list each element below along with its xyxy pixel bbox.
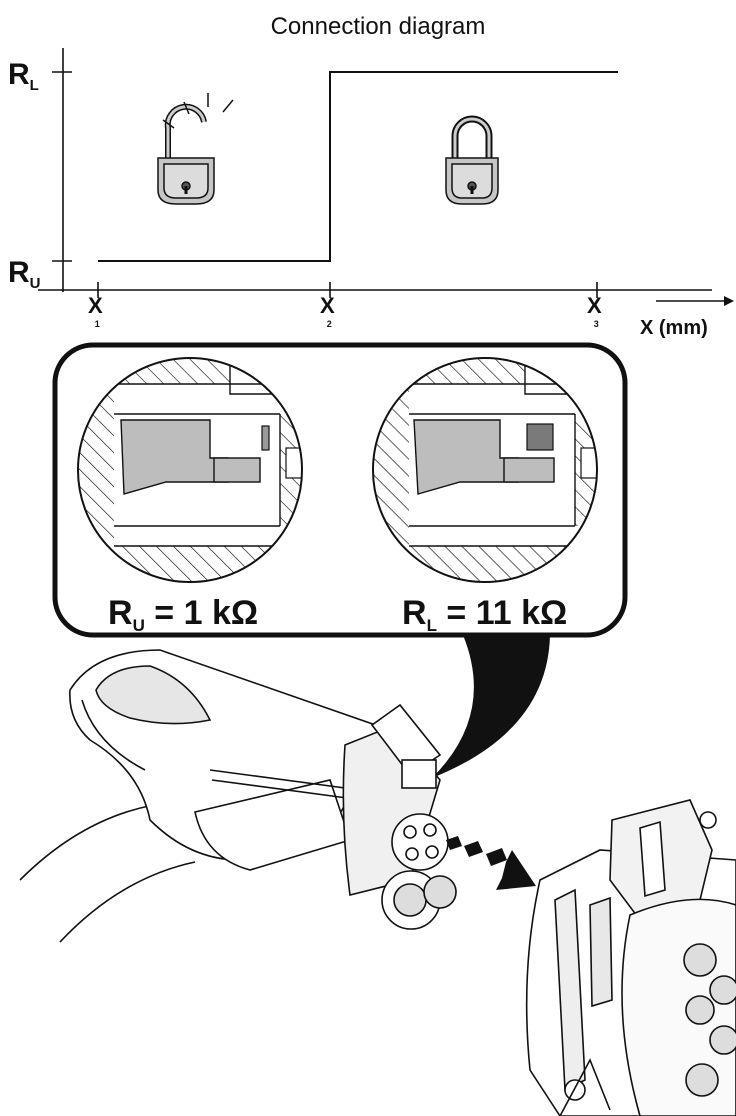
padlock-closed-icon	[445, 115, 499, 205]
vehicle-inlet-illustration	[525, 799, 736, 1116]
padlock-open-icon	[157, 93, 234, 205]
y-label-top: RL	[8, 58, 39, 94]
insertion-direction-arrow	[446, 836, 536, 890]
resistance-step-line	[98, 71, 618, 262]
graph-axes	[38, 48, 712, 298]
y-label-bottom: RU	[8, 256, 41, 292]
callout-pointer	[432, 628, 551, 778]
x-axis-unit: X (mm)	[640, 317, 708, 339]
label-resistance-locked: RL = 11 kΩ	[402, 594, 567, 635]
diagram-title: Connection diagram	[271, 13, 486, 40]
x-axis-arrow	[656, 296, 734, 306]
charging-plug-illustration	[19, 649, 457, 943]
detail-magnifier-left	[77, 357, 303, 583]
label-resistance-unlocked: RU = 1 kΩ	[108, 594, 258, 635]
detail-magnifier-right	[372, 357, 598, 583]
